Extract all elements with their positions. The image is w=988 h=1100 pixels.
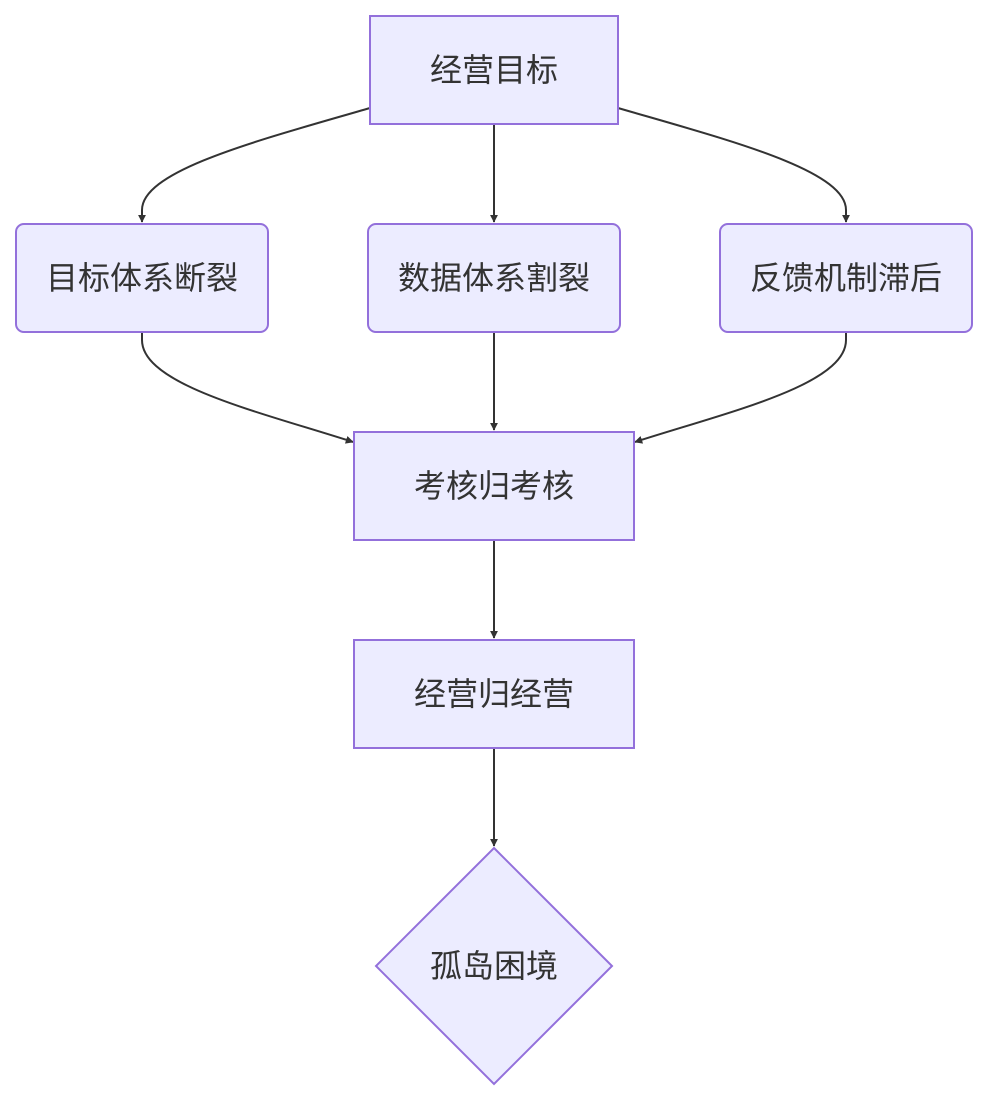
- node-assessment-label: 考核归考核: [414, 467, 574, 505]
- node-feedback-lag-box: [719, 223, 973, 333]
- node-goal-box: [369, 15, 619, 125]
- edges: [138, 107, 850, 847]
- node-feedback-lag-label: 反馈机制滞后: [750, 259, 942, 297]
- edge-target-break-to-assessment: [141, 332, 354, 444]
- edge-goal-to-feedback-lag: [617, 107, 850, 223]
- node-island-label: 孤岛困境: [430, 947, 558, 985]
- node-assessment-box: [353, 431, 635, 541]
- node-target-break-box: [15, 223, 269, 333]
- node-operation: 经营归经营: [353, 639, 635, 749]
- node-assessment: 考核归考核: [353, 431, 635, 541]
- node-island: 孤岛困境: [374, 846, 614, 1086]
- node-feedback-lag: 反馈机制滞后: [719, 223, 973, 333]
- node-goal: 经营目标: [369, 15, 619, 125]
- node-target-break-label: 目标体系断裂: [46, 259, 238, 297]
- node-data-split: 数据体系割裂: [367, 223, 621, 333]
- node-target-break: 目标体系断裂: [15, 223, 269, 333]
- node-operation-box: [353, 639, 635, 749]
- node-data-split-box: [367, 223, 621, 333]
- node-island-diamond: [374, 846, 614, 1086]
- edge-feedback-lag-to-assessment: [634, 332, 847, 444]
- edge-goal-to-target-break: [138, 107, 371, 223]
- node-goal-label: 经营目标: [430, 51, 558, 89]
- node-operation-label: 经营归经营: [414, 675, 574, 713]
- node-data-split-label: 数据体系割裂: [398, 259, 590, 297]
